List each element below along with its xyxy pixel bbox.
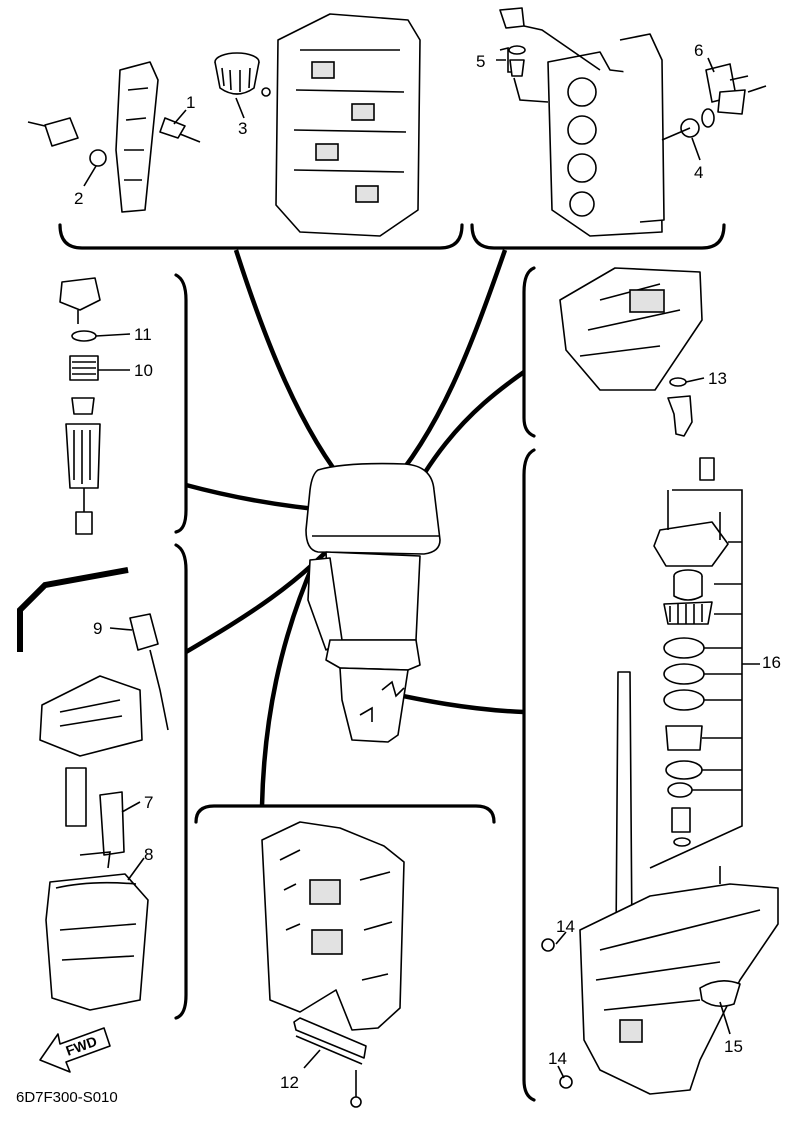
part-1-bracket xyxy=(159,117,186,139)
crankcase-block xyxy=(275,13,421,237)
outboard-motor xyxy=(305,462,441,743)
callout-2: 2 xyxy=(74,189,83,208)
bracket-right-lower xyxy=(522,448,536,1102)
callout-7: 7 xyxy=(144,793,153,812)
fuel-pump xyxy=(65,767,87,827)
motor-lower-unit xyxy=(339,667,409,743)
callout-labels: 1 2 3 4 5 6 7 8 9 10 11 12 13 14 14 15 1… xyxy=(74,41,781,1092)
gasket-c xyxy=(665,760,703,780)
water-tube xyxy=(699,457,715,481)
exhaust-cover xyxy=(115,61,159,213)
panel-left-lower xyxy=(17,567,169,1011)
oil-drain-hose xyxy=(667,395,693,437)
bracket-right-upper xyxy=(522,266,536,438)
callout-6: 6 xyxy=(694,41,703,60)
impeller xyxy=(663,601,713,625)
forward-arrow-icon xyxy=(39,1027,111,1073)
thermostat-cover xyxy=(44,117,79,147)
callout-13: 13 xyxy=(708,369,727,388)
swivel-bracket xyxy=(261,821,405,1031)
part-11-o-ring xyxy=(71,330,97,342)
thermostat-housing xyxy=(717,89,746,115)
part-8-gasket xyxy=(55,881,137,889)
callout-5: 5 xyxy=(476,52,485,71)
lower-gearcase xyxy=(579,883,779,1095)
motor-cowling xyxy=(305,462,441,555)
callout-bracket-16 xyxy=(649,489,743,869)
callout-15: 15 xyxy=(724,1037,743,1056)
part-12-rubber-strip xyxy=(293,1017,367,1059)
plug-upper xyxy=(541,938,555,952)
pump-base xyxy=(665,725,703,751)
diagram-code: 6D7F300-S010 xyxy=(16,1089,118,1106)
panel-right-lower xyxy=(541,457,779,1095)
fitting-top xyxy=(499,7,525,29)
callout-10: 10 xyxy=(134,361,153,380)
panel-top-right xyxy=(499,7,767,237)
callout-3: 3 xyxy=(238,119,247,138)
callout-16: 16 xyxy=(762,653,781,672)
callout-14-lower: 14 xyxy=(548,1049,567,1068)
part-9-fuel-filter xyxy=(129,613,159,651)
outer-plate xyxy=(663,663,705,685)
panel-right-upper xyxy=(559,267,703,437)
plug-lower xyxy=(559,1075,573,1089)
motor-antiventilation-plate xyxy=(325,639,421,671)
part-5-bolt xyxy=(509,59,525,77)
fuel-filter-bowl xyxy=(65,423,101,489)
callout-4: 4 xyxy=(694,163,703,182)
vapor-separator-cover xyxy=(39,675,143,757)
panel-top-left xyxy=(27,13,421,237)
forward-arrow: FWD xyxy=(39,1027,111,1073)
bracket-left-upper xyxy=(174,273,188,534)
gasket-b xyxy=(663,689,705,711)
panel-brackets xyxy=(58,223,726,1102)
callout-1: 1 xyxy=(186,93,195,112)
water-pump-housing xyxy=(653,521,729,567)
callout-11: 11 xyxy=(134,325,152,344)
o-ring xyxy=(667,782,693,798)
part-5-washer xyxy=(508,45,526,55)
panel-left-upper xyxy=(59,277,101,535)
bracket-left-lower xyxy=(174,543,188,1020)
oil-pan xyxy=(559,267,703,391)
drive-shaft xyxy=(615,671,633,941)
bracket-top-left xyxy=(58,223,464,250)
bracket-bottom-center xyxy=(194,804,496,824)
part-4-thermostat xyxy=(680,118,700,138)
vapor-separator-tank xyxy=(45,873,149,1011)
callout-8: 8 xyxy=(144,845,153,864)
callout-leaders xyxy=(83,46,731,1079)
part-7-filter xyxy=(99,791,125,856)
gasket-a xyxy=(663,637,705,659)
oil-filter-body xyxy=(214,61,260,95)
exhaust-manifold xyxy=(619,33,665,223)
bracket-top-right xyxy=(470,223,726,250)
callout-9: 9 xyxy=(93,619,102,638)
panel-bottom-center xyxy=(261,821,405,1108)
callout-12: 12 xyxy=(280,1073,299,1092)
part-13-gasket xyxy=(669,377,687,387)
part-15-anode xyxy=(699,980,741,1008)
water-pump-liner xyxy=(673,576,703,601)
part-2-seal xyxy=(89,149,107,167)
fuel-filter-head xyxy=(59,277,101,311)
callout-14-upper: 14 xyxy=(556,917,575,936)
